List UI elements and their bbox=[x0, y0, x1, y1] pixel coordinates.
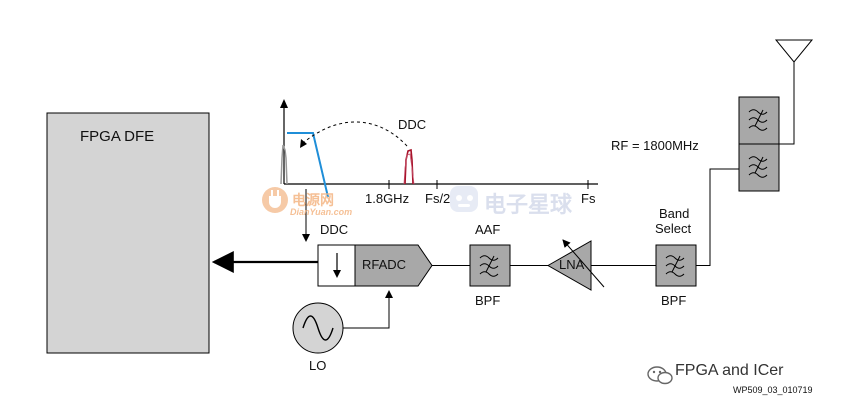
baseband-spectrum-gray bbox=[280, 144, 288, 185]
ddc-spectrum-label: DDC bbox=[398, 117, 427, 132]
lo-rfadc-line bbox=[343, 290, 393, 329]
ddc-block bbox=[317, 244, 356, 287]
bandselect-duplexer-line bbox=[696, 168, 739, 266]
tick-label-1: 1.8GHz bbox=[365, 191, 410, 206]
watermark-site-en: DianYuan.com bbox=[290, 207, 353, 217]
band-select-filter-block bbox=[655, 244, 697, 287]
fpga-dfe-block bbox=[46, 112, 210, 354]
watermark-brand-cn: 电子星球 bbox=[484, 192, 573, 217]
ddc-block-label: DDC bbox=[320, 222, 349, 237]
footer-brand: FPGA and ICer bbox=[675, 362, 784, 379]
ddc-translation-arc bbox=[302, 121, 408, 147]
tick-label-3: Fs bbox=[581, 191, 596, 206]
lo-label: LO bbox=[309, 358, 327, 373]
band-select-label-2: Select bbox=[655, 221, 692, 236]
antenna-icon bbox=[774, 39, 814, 63]
rf-frequency-label: RF = 1800MHz bbox=[611, 138, 699, 153]
rfadc-block bbox=[354, 244, 433, 287]
watermark-plug-icon bbox=[262, 187, 288, 213]
watermark-robot-icon bbox=[450, 186, 478, 212]
band-select-bpf-label: BPF bbox=[661, 293, 687, 308]
lna-gain-arrow bbox=[562, 239, 605, 288]
watermark-site-cn: 电源网 bbox=[292, 192, 334, 208]
antenna-line bbox=[779, 62, 795, 145]
footer-code: WP509_03_010719 bbox=[733, 385, 813, 395]
aaf-filter-block bbox=[469, 244, 511, 287]
aaf-label: AAF bbox=[475, 222, 501, 237]
tick-label-2: Fs/2 bbox=[425, 191, 451, 206]
spectrum-plot bbox=[280, 99, 598, 198]
sine-wave-icon bbox=[302, 315, 334, 341]
fpga-dfe-label: FPGA DFE bbox=[80, 128, 155, 145]
rfadc-label: RFADC bbox=[362, 257, 407, 272]
wechat-icon bbox=[647, 366, 673, 385]
aaf-bpf-label: BPF bbox=[475, 293, 501, 308]
band-select-label-1: Band bbox=[659, 206, 690, 221]
ddc-filter-response-blue bbox=[287, 132, 329, 198]
lna-label: LNA bbox=[559, 257, 585, 272]
